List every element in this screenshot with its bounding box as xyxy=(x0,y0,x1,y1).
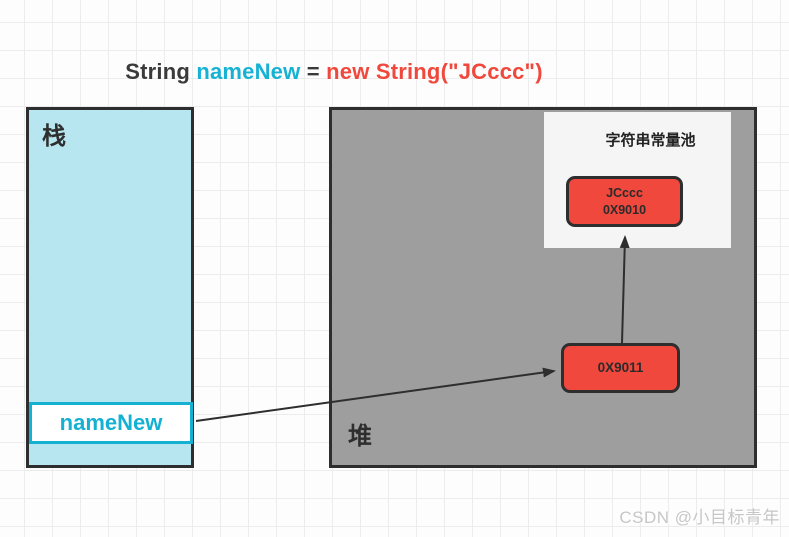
pool-string-address: 0X9010 xyxy=(602,202,647,217)
code-statement: String nameNew = new String("JCccc") xyxy=(100,33,543,111)
pool-string-value: JCccc xyxy=(606,185,643,200)
code-keyword: String xyxy=(125,59,197,84)
heap-object-address: 0X9011 xyxy=(597,359,644,375)
code-expression: new String("JCccc") xyxy=(326,59,543,84)
watermark: CSDN @小目标青年 xyxy=(619,508,780,527)
stack-label: 栈 xyxy=(42,123,66,150)
stack-variable-box: nameNew xyxy=(29,402,193,444)
code-equals: = xyxy=(300,59,327,84)
heap-label: 堆 xyxy=(348,423,372,450)
code-variable: nameNew xyxy=(196,59,301,84)
heap-string-object: 0X9011 xyxy=(561,343,680,393)
pool-string-object: JCccc 0X9010 xyxy=(566,176,683,227)
string-pool-label: 字符串常量池 xyxy=(605,132,696,149)
stack-variable-label: nameNew xyxy=(59,410,163,435)
